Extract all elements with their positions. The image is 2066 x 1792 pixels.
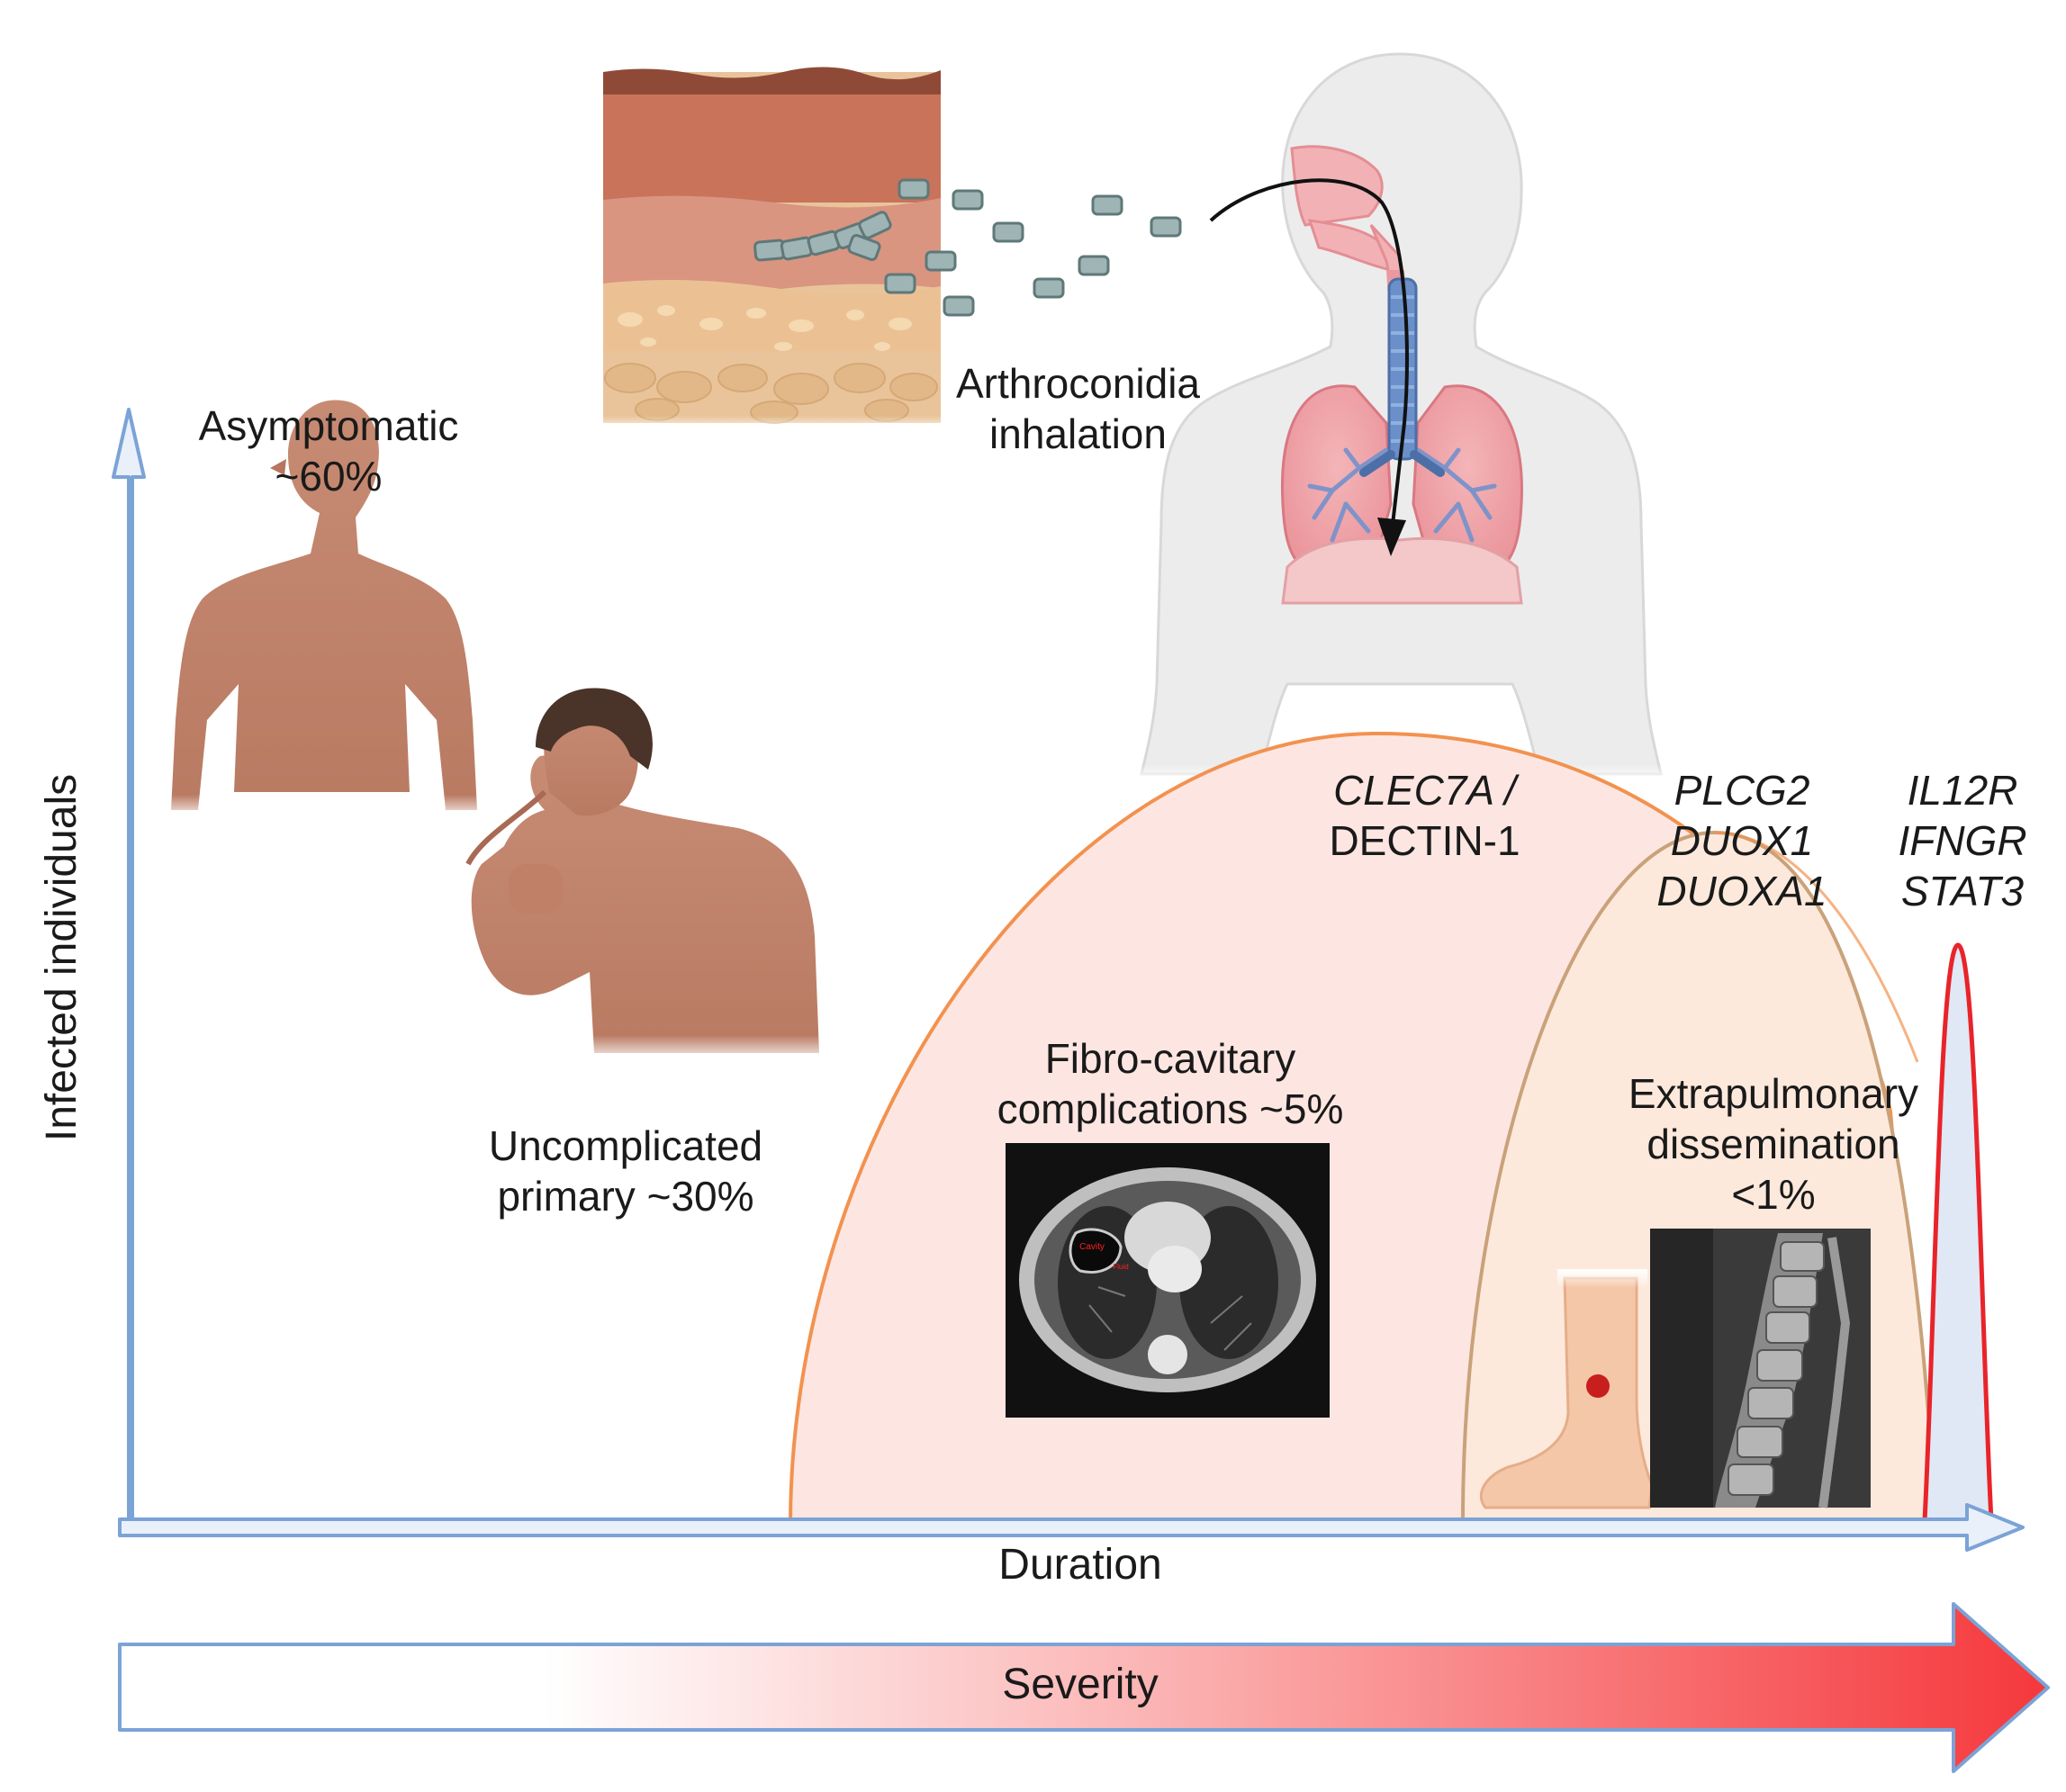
ct-cavity-label: Cavity xyxy=(1079,1242,1105,1252)
plcg2-duox-gene-label: PLCG2 DUOX1 DUOXA1 xyxy=(1634,765,1850,916)
x-axis-arrow xyxy=(118,1503,2025,1552)
dissemination-percentage: <1% xyxy=(1731,1171,1816,1219)
uncomplicated-percentage: primary ~30% xyxy=(497,1173,754,1220)
fibro-cavitary-label: Fibro-cavitary complications ~5% xyxy=(963,1033,1377,1134)
chart-axes xyxy=(112,408,2025,1552)
uncomplicated-primary-label: Uncomplicated primary ~30% xyxy=(437,1121,815,1221)
clec7a-gene-label: CLEC7A / DECTIN-1 xyxy=(1283,765,1566,866)
y-axis-arrow xyxy=(112,408,146,1519)
plcg2-text: PLCG2 xyxy=(1674,767,1810,814)
rare-immunodeficiency-spike xyxy=(1922,942,1994,1524)
severity-label: Severity xyxy=(1002,1661,1159,1708)
arthroconidia-spores xyxy=(753,178,1182,317)
arthroconidia-inhalation-label: Arthroconidia inhalation xyxy=(927,358,1229,459)
fibro-cavitary-text: Fibro-cavitary xyxy=(1044,1035,1296,1082)
asymptomatic-label: Asymptomatic ~60% xyxy=(158,401,500,501)
trachea xyxy=(1359,277,1445,477)
ct-scan-chest-image: Cavity Fluid xyxy=(1006,1143,1330,1418)
y-axis-label: Infected individuals xyxy=(38,773,86,1142)
human-body-respiratory xyxy=(1134,52,1674,783)
duox1-text: DUOX1 xyxy=(1670,817,1814,865)
arthroconidia-text: Arthroconidia xyxy=(955,360,1201,407)
ct-spine-image xyxy=(1650,1229,1871,1508)
inhalation-text: inhalation xyxy=(989,410,1167,458)
asymptomatic-text: Asymptomatic xyxy=(198,402,459,449)
il12r-ifngr-stat3-gene-label: IL12R IFNGR STAT3 xyxy=(1872,765,2052,916)
inhalation-path-arrow xyxy=(1209,178,1409,541)
asymptomatic-percentage: ~60% xyxy=(275,453,383,500)
clec7a-text: CLEC7A / xyxy=(1333,767,1516,814)
x-axis-label: Duration xyxy=(998,1541,1162,1589)
skin-cross-section xyxy=(603,67,941,432)
coughing-person-figure xyxy=(465,688,828,1062)
stat3-text: STAT3 xyxy=(1900,868,2025,915)
uncomplicated-text: Uncomplicated xyxy=(488,1122,763,1169)
inhalation-arrowhead xyxy=(1377,518,1406,556)
il12r-text: IL12R xyxy=(1907,767,2018,814)
ifngr-text: IFNGR xyxy=(1898,817,2027,865)
leg-with-skin-lesion xyxy=(1479,1269,1654,1509)
severity-arrow xyxy=(118,1602,2050,1773)
extrapulmonary-dissemination-label: Extrapulmonary dissemination <1% xyxy=(1584,1068,1962,1220)
ct-secondary-label: Fluid xyxy=(1113,1263,1128,1271)
duoxa1-text: DUOXA1 xyxy=(1656,868,1827,915)
extrapulmonary-text: Extrapulmonary xyxy=(1628,1070,1919,1117)
dissemination-text: dissemination xyxy=(1646,1121,1900,1168)
asymptomatic-person-figure xyxy=(162,400,486,819)
dectin-text: DECTIN-1 xyxy=(1329,817,1520,865)
fibro-cavitary-percentage: complications ~5% xyxy=(997,1085,1344,1133)
